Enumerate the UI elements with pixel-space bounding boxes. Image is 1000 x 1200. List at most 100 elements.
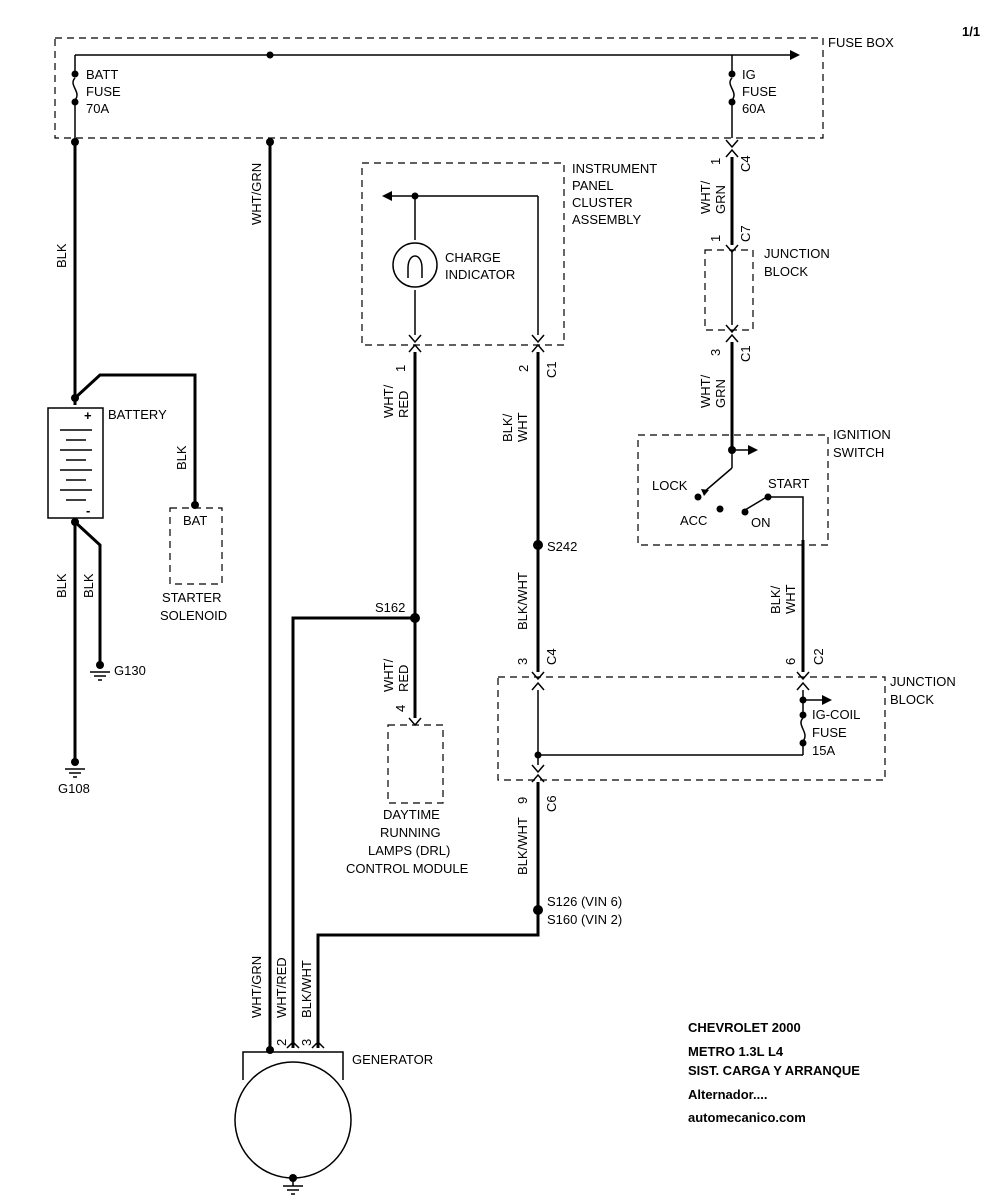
solenoid-terminal: BAT: [183, 513, 207, 528]
wire-label-wht-grn-ig-3: WHT/: [698, 374, 713, 408]
solenoid-label-2: SOLENOID: [160, 608, 227, 623]
starter-solenoid: BAT STARTER SOLENOID: [160, 507, 227, 623]
generator-pin2: 2: [274, 1039, 289, 1046]
junction-block-bottom: JUNCTION BLOCK IG-COIL FUSE 15A: [497, 674, 956, 781]
ground-g130: G130: [90, 661, 146, 681]
solenoid-label-1: STARTER: [162, 590, 221, 605]
ig-fuse-line1: IG: [742, 67, 756, 82]
jb-top-c7-pin: 1: [708, 235, 723, 242]
ipc-pin2: 2: [516, 365, 531, 372]
wire-label-blk-wht-switch-1: BLK/: [768, 585, 783, 614]
component: Alternador....: [688, 1087, 767, 1102]
wire-label-blk-wht-lower: BLK/WHT: [515, 817, 530, 875]
batt-fuse-line2: FUSE: [86, 84, 121, 99]
jb-top-c7: C7: [738, 225, 753, 242]
switch-on: ON: [751, 515, 771, 530]
ground-g108: G108: [58, 758, 90, 796]
battery-label: BATTERY: [108, 407, 167, 422]
wire-label-blk-solenoid: BLK: [174, 445, 189, 470]
blk-wht-wire: BLK/ WHT S242 BLK/WHT 3 C4: [500, 352, 577, 681]
jb-top-label-2: BLOCK: [764, 264, 808, 279]
jb-bottom-c6: C6: [544, 795, 559, 812]
generator-pin3: 3: [299, 1039, 314, 1046]
ignition-switch-label-1: IGNITION: [833, 427, 891, 442]
jb-top-c1-pin: 3: [708, 349, 723, 356]
ipc-connector-c1: C1: [544, 361, 559, 378]
wire-label-blk-g130: BLK: [81, 573, 96, 598]
ground-g130-label: G130: [114, 663, 146, 678]
wht-grn-generator-wire: WHT/GRN WHT/GRN: [249, 142, 272, 1048]
jb-bottom-c4: C4: [544, 648, 559, 665]
charge-indicator-label-2: INDICATOR: [445, 267, 515, 282]
jb-bottom-c6-pin: 9: [515, 797, 530, 804]
website: automecanico.com: [688, 1110, 806, 1125]
splice-s242: S242: [547, 539, 577, 554]
battery-circuit: BLK BLK + - BATTERY BLK BLK: [47, 142, 227, 796]
ipc-pin1: 1: [393, 365, 408, 372]
wire-label-blk-wht-bottom: BLK/WHT: [299, 960, 314, 1018]
batt-fuse-line1: BATT: [86, 67, 118, 82]
ig-fuse: IG FUSE 60A: [728, 55, 777, 138]
battery-minus: -: [86, 503, 90, 518]
title: CHEVROLET 2000: [688, 1020, 801, 1035]
fuse-box-label: FUSE BOX: [828, 35, 894, 50]
splice-s160: S160 (VIN 2): [547, 912, 622, 927]
model: METRO 1.3L L4: [688, 1044, 784, 1059]
jb-top-c4: C4: [738, 155, 753, 172]
ig-fuse-line3: 60A: [742, 101, 765, 116]
wire-label-blk-g108: BLK: [54, 573, 69, 598]
ig-circuit: 1 C4 WHT/ GRN 1 C7 JUNCTION BLOCK 3 C1 W…: [698, 139, 830, 448]
wire-label-blk-wht-top-2: WHT: [515, 412, 530, 442]
batt-fuse: BATT FUSE 70A: [71, 55, 121, 142]
wire-label-blk-top: BLK: [54, 243, 69, 268]
wire-label-wht-red-mid-2: RED: [396, 665, 411, 692]
batt-fuse-line3: 70A: [86, 101, 109, 116]
switch-start: START: [768, 476, 809, 491]
drl-label-1: DAYTIME: [383, 807, 440, 822]
ig-fuse-line2: FUSE: [742, 84, 777, 99]
jb-bottom-c2: C2: [811, 648, 826, 665]
title-block: CHEVROLET 2000 METRO 1.3L L4 SIST. CARGA…: [688, 1020, 860, 1125]
wire-label-wht-grn-top: WHT/GRN: [249, 163, 264, 225]
ipc-label-2: PANEL: [572, 178, 614, 193]
charge-indicator-bulb: CHARGE INDICATOR: [392, 242, 515, 288]
ipc-label-3: CLUSTER: [572, 195, 633, 210]
drl-pin: 4: [393, 705, 408, 712]
wire-label-wht-red-bottom: WHT/RED: [274, 957, 289, 1018]
splice-s162: S162: [375, 600, 405, 615]
wire-label-wht-red-top-1: WHT/: [381, 384, 396, 418]
drl-label-3: LAMPS (DRL): [368, 843, 450, 858]
junction-block-top: JUNCTION BLOCK: [704, 244, 830, 334]
battery-plus: +: [84, 408, 92, 423]
ground-g108-label: G108: [58, 781, 90, 796]
wire-label-wht-grn-ig-4: GRN: [713, 379, 728, 408]
jb-bottom-c2-pin: 6: [783, 658, 798, 665]
wire-label-wht-grn-ig-2: GRN: [713, 185, 728, 214]
generator-label: GENERATOR: [352, 1052, 433, 1067]
ig-coil-fuse-line2: FUSE: [812, 725, 847, 740]
ig-coil-fuse-line1: IG-COIL: [812, 707, 860, 722]
ipc-label-1: INSTRUMENT: [572, 161, 657, 176]
wire-label-wht-grn-bottom: WHT/GRN: [249, 956, 264, 1018]
fuse-box: FUSE BOX BATT FUSE 70A IG FUSE 60A: [54, 35, 894, 146]
ignition-switch-label-2: SWITCH: [833, 445, 884, 460]
jb-bottom-label-2: BLOCK: [890, 692, 934, 707]
wire-label-blk-wht-top-1: BLK/: [500, 413, 515, 442]
battery: + - BATTERY: [47, 407, 167, 519]
wire-label-blk-wht-switch-2: WHT: [783, 584, 798, 614]
ipc-label-4: ASSEMBLY: [572, 212, 641, 227]
jb-top-c1: C1: [738, 345, 753, 362]
drl-control-module: 4 DAYTIME RUNNING LAMPS (DRL) CONTROL MO…: [346, 705, 469, 876]
system: SIST. CARGA Y ARRANQUE: [688, 1063, 860, 1078]
ignition-switch: IGNITION SWITCH LOCK ACC ON START: [637, 427, 891, 546]
switch-lock: LOCK: [652, 478, 688, 493]
page-number: 1/1: [962, 24, 980, 39]
jb-bottom-label-1: JUNCTION: [890, 674, 956, 689]
wire-label-wht-red-mid-1: WHT/: [381, 658, 396, 692]
jb-top-label-1: JUNCTION: [764, 246, 830, 261]
wire-label-wht-red-top-2: RED: [396, 391, 411, 418]
ig-coil-fuse-line3: 15A: [812, 743, 835, 758]
generator: 2 3 GENERATOR: [234, 1039, 433, 1195]
drl-label-2: RUNNING: [380, 825, 441, 840]
